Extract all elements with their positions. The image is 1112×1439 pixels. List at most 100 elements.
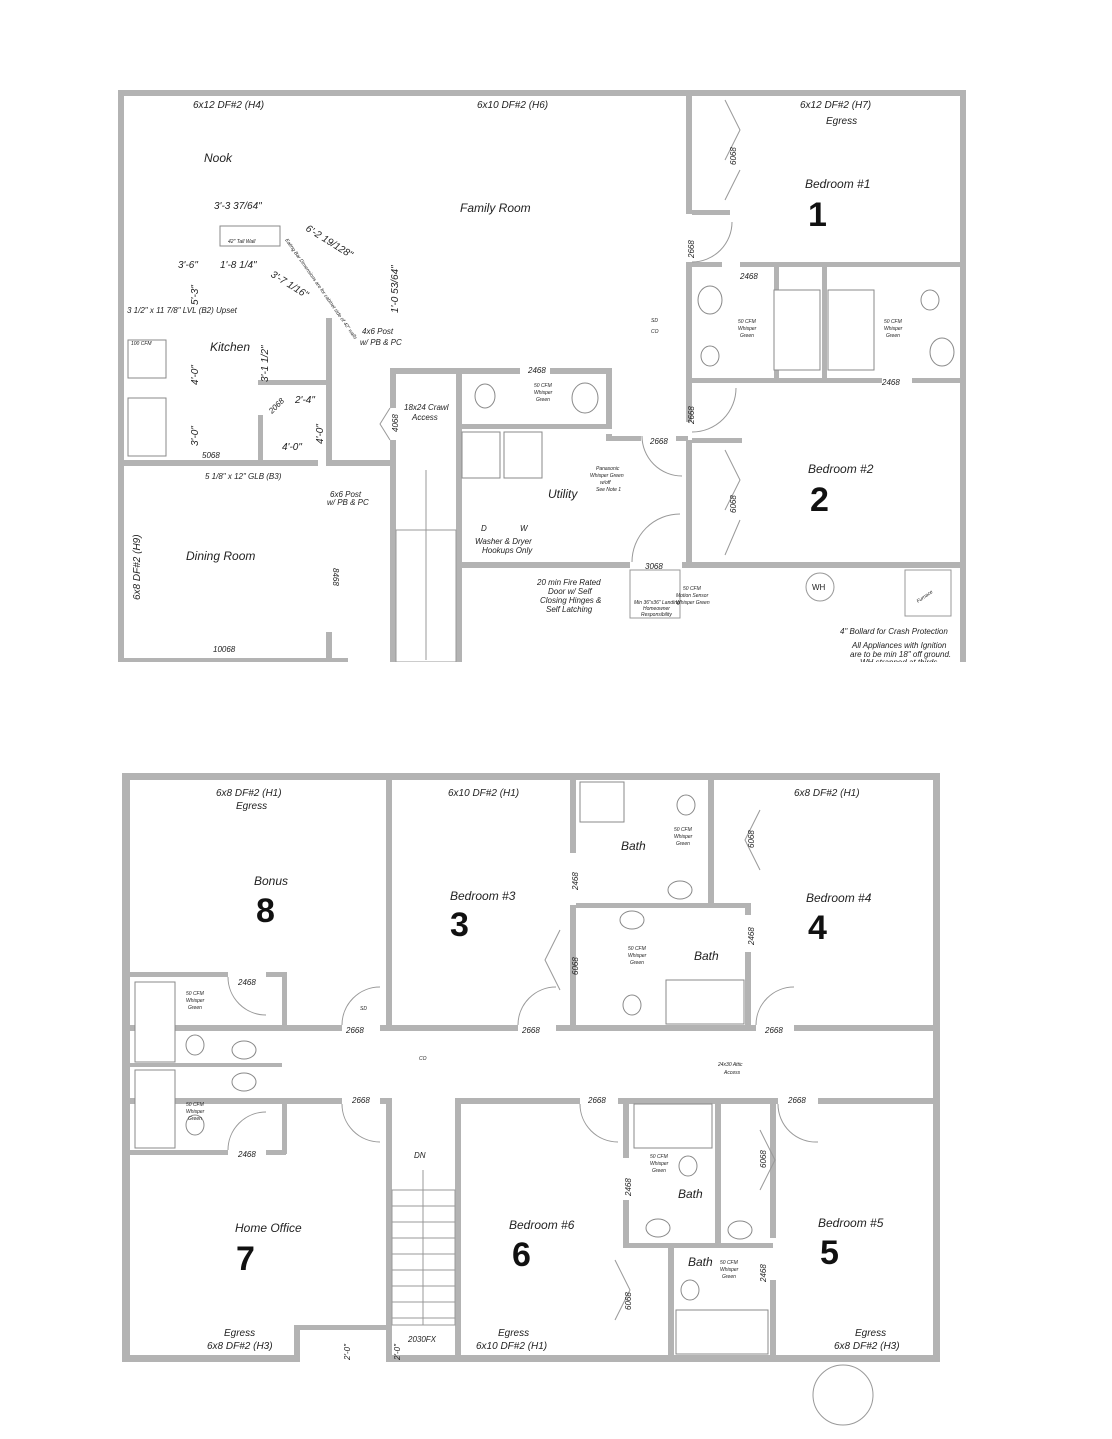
lower-floor-plan: Bonus 8 Bedroom #3 3 Bath Bath Bedroom #…: [122, 773, 940, 1426]
door-size: 2468: [739, 272, 758, 281]
room-label-bath: Bath: [621, 839, 646, 853]
room-label-bedroom-1: Bedroom #1: [805, 177, 870, 191]
door-size: 6068: [571, 957, 580, 975]
svg-text:Responsibility: Responsibility: [641, 612, 672, 618]
note-post: 6x6 Post: [330, 490, 362, 499]
svg-text:Green: Green: [886, 333, 900, 339]
door-size: 2668: [649, 437, 668, 446]
note-attic-access: 24x30 Attic: [717, 1062, 743, 1068]
svg-text:Panasonic: Panasonic: [596, 466, 620, 472]
note-attic-access: Access: [723, 1070, 741, 1076]
svg-text:Self Latching: Self Latching: [546, 605, 593, 614]
door-swings: [379, 99, 952, 619]
svg-text:50 CFM: 50 CFM: [650, 1154, 669, 1160]
dimension: 5'-3": [190, 285, 201, 305]
dimension: 2'-4": [294, 395, 315, 406]
walls: [118, 90, 966, 662]
room-label-home-office: Home Office: [235, 1221, 302, 1235]
svg-text:Whisper: Whisper: [186, 998, 205, 1004]
furnace-label: Furnace: [916, 589, 935, 605]
note-fire-door: 20 min Fire Rated Door w/ Self Closing H…: [536, 578, 601, 614]
svg-text:Green: Green: [188, 1005, 202, 1011]
svg-text:Green: Green: [188, 1116, 202, 1122]
fixtures: [134, 781, 769, 1355]
svg-text:Whisper: Whisper: [534, 390, 553, 396]
note-tall-wall: 42" Tall Wall: [228, 239, 256, 245]
note-post: w/ PB & PC: [327, 498, 369, 507]
header-h7-egress: Egress: [826, 116, 857, 127]
door-size: 2668: [764, 1026, 783, 1035]
svg-text:50 CFM: 50 CFM: [186, 1102, 205, 1108]
svg-text:Whisper: Whisper: [628, 953, 647, 959]
smoke-detector-label: SD: [651, 318, 658, 324]
svg-text:Green: Green: [740, 333, 754, 339]
room-label-family-room: Family Room: [460, 201, 531, 215]
room-label-bedroom-4: Bedroom #4: [806, 891, 872, 905]
exhaust-fan-bath-1a: 50 CFM Whisper Green: [738, 319, 757, 339]
note-landing: Min 36"x36" Landing Homeowner Responsibi…: [634, 600, 680, 618]
svg-text:Whisper: Whisper: [738, 326, 757, 332]
dimension: 3'-6": [178, 260, 198, 271]
door-size: 2668: [787, 1096, 806, 1105]
door-size: 6068: [729, 147, 738, 165]
room-label-utility: Utility: [548, 487, 578, 501]
svg-text:Green: Green: [536, 397, 550, 403]
walls: [122, 773, 940, 1362]
svg-text:50 CFM: 50 CFM: [884, 319, 903, 325]
smoke-detector-label: SD: [360, 1006, 367, 1012]
svg-text:50 CFM: 50 CFM: [683, 586, 702, 592]
door-size: 6068: [759, 1150, 768, 1168]
note-bollard: 4" Bollard for Crash Protection: [840, 627, 948, 636]
svg-text:50 CFM: 50 CFM: [628, 946, 647, 952]
header-h6: 6x10 DF#2 (H6): [477, 100, 548, 111]
svg-text:50 CFM: 50 CFM: [738, 319, 757, 325]
header: 6x8 DF#2 (H3): [207, 1341, 273, 1352]
room-label-bedroom-2: Bedroom #2: [808, 462, 874, 476]
header-h4: 6x12 DF#2 (H4): [193, 100, 264, 111]
header: 6x8 DF#2 (H3): [834, 1341, 900, 1352]
dimension: 3'-7 1/16": [268, 269, 310, 301]
window-size: 2030FX: [407, 1335, 437, 1344]
svg-text:Whisper: Whisper: [884, 326, 903, 332]
door-size: 2468: [571, 872, 580, 891]
door-size: 6068: [729, 495, 738, 513]
note-crawl-access: Access: [411, 413, 438, 422]
svg-text:50 CFM: 50 CFM: [534, 383, 553, 389]
svg-text:are to be min 18" off ground.: are to be min 18" off ground.: [850, 650, 951, 659]
door-size: 4068: [391, 414, 400, 432]
dimension: 4'-0": [282, 442, 302, 453]
stairs-down-label: DN: [414, 1151, 426, 1160]
room-number-5: 5: [820, 1234, 839, 1272]
svg-text:Door w/ Self: Door w/ Self: [548, 587, 592, 596]
exhaust-fan: 50 CFM Whisper Green: [674, 827, 693, 847]
svg-text:Green: Green: [630, 960, 644, 966]
dimension: 4'-0": [190, 365, 201, 385]
exhaust-fan-half-bath: 50 CFM Whisper Green: [534, 383, 553, 403]
svg-text:Whisper Green: Whisper Green: [676, 600, 710, 606]
header-egress: Egress: [498, 1328, 529, 1339]
header: 6x8 DF#2 (H1): [794, 788, 860, 799]
upper-floor-plan: Nook Family Room Bedroom #1 1 Kitchen Ut…: [118, 90, 966, 682]
exhaust-fan: 50 CFM Whisper Green: [186, 991, 205, 1011]
water-heater-label: WH: [812, 583, 826, 592]
door-size: 2468: [747, 927, 756, 946]
room-label-kitchen: Kitchen: [210, 340, 250, 354]
note-post: w/ PB & PC: [360, 338, 402, 347]
header-h7: 6x12 DF#2 (H7): [800, 100, 871, 111]
svg-text:Green: Green: [676, 841, 690, 847]
dimension: 3'-3 37/64": [214, 201, 262, 212]
svg-text:50 CFM: 50 CFM: [674, 827, 693, 833]
dimension: 6'-2 19/128": [303, 223, 354, 261]
dimension: 1'-0 53/64": [390, 265, 401, 313]
room-label-nook: Nook: [204, 151, 233, 165]
dimension: 1'-8 1/4": [220, 260, 257, 271]
room-label-dining-room: Dining Room: [186, 549, 255, 563]
door-size: 2668: [345, 1026, 364, 1035]
svg-text:Motion Sensor: Motion Sensor: [676, 593, 709, 599]
note-washer-dryer: Washer & Dryer: [475, 537, 532, 546]
header-h9: 6x8 DF#2 (H9): [132, 534, 143, 600]
exhaust-fan-bath-1b: 50 CFM Whisper Green: [884, 319, 903, 339]
svg-text:Whisper: Whisper: [720, 1267, 739, 1273]
room-number-2: 2: [810, 481, 829, 519]
door-size: 2468: [527, 366, 546, 375]
